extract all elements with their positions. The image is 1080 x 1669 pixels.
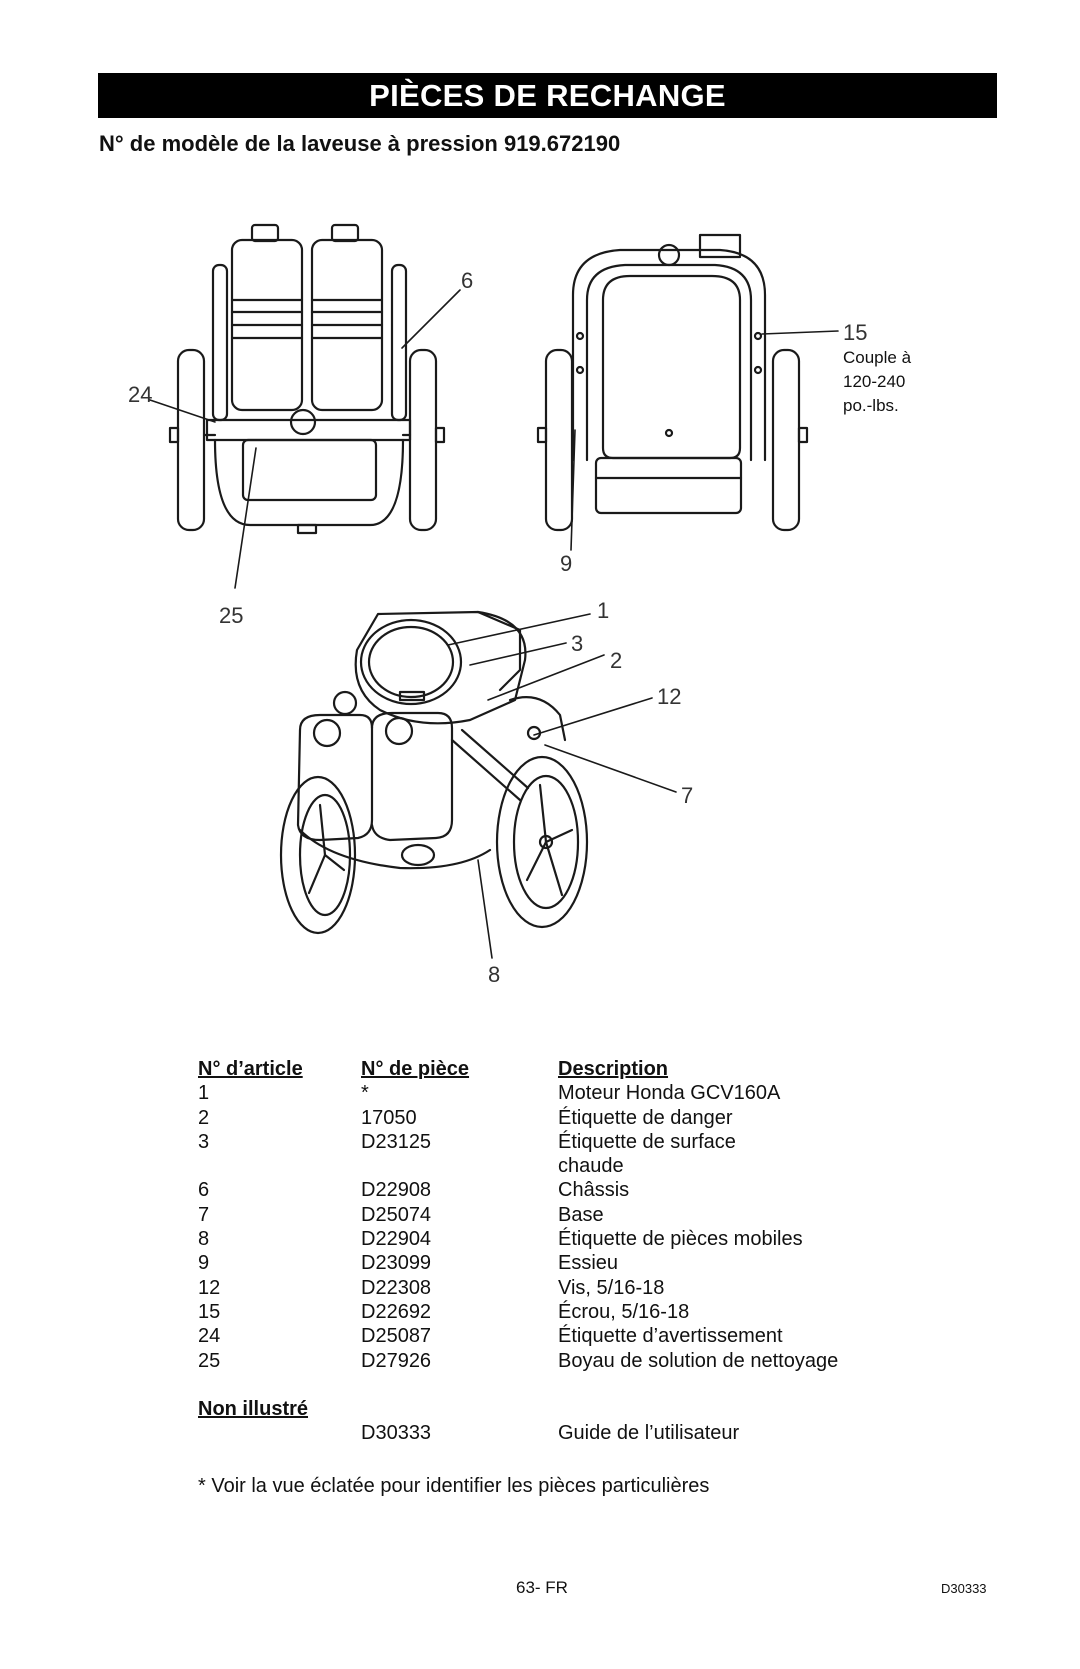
torque-line: 120-240 bbox=[843, 372, 906, 391]
torque-note: Couple à 120-240 po.-lbs. bbox=[843, 346, 911, 418]
header-item: N° d’article bbox=[198, 1058, 303, 1080]
callout-8: 8 bbox=[488, 962, 501, 987]
callout-6: 6 bbox=[461, 268, 474, 293]
not-shown-label: Non illustré bbox=[198, 1397, 309, 1420]
rear-view-illustration bbox=[168, 223, 446, 535]
item-number bbox=[198, 1154, 361, 1178]
part-number bbox=[361, 1154, 558, 1178]
table-row: 2 17050 Étiquette de danger bbox=[198, 1106, 888, 1130]
page-title: PIÈCES DE RECHANGE bbox=[98, 73, 997, 118]
front-view-illustration bbox=[536, 233, 809, 532]
table-row: 7 D25074 Base bbox=[198, 1203, 888, 1227]
parts-diagram bbox=[149, 223, 839, 959]
item-number: 25 bbox=[198, 1349, 221, 1372]
table-row: 12 D22308 Vis, 5/16-18 bbox=[198, 1276, 888, 1300]
part-number: D23099 bbox=[361, 1252, 432, 1275]
part-number: D30333 bbox=[361, 1422, 432, 1445]
document-code: D30333 bbox=[941, 1581, 987, 1596]
torque-line: Couple à bbox=[843, 348, 912, 367]
isometric-view-illustration bbox=[279, 610, 589, 935]
header-description: Description bbox=[558, 1058, 669, 1080]
part-description: Essieu bbox=[558, 1252, 619, 1275]
part-description: Châssis bbox=[558, 1179, 630, 1202]
item-number: 8 bbox=[198, 1228, 210, 1251]
part-description: Étiquette de surface bbox=[558, 1130, 736, 1153]
item-number: 3 bbox=[198, 1130, 210, 1153]
item-number: 15 bbox=[198, 1300, 221, 1323]
callout-2: 2 bbox=[610, 648, 623, 673]
part-description: Base bbox=[558, 1203, 604, 1226]
part-number: D23125 bbox=[361, 1130, 432, 1153]
callout-3: 3 bbox=[571, 631, 584, 656]
part-description: Étiquette de pièces mobiles bbox=[558, 1228, 803, 1251]
part-description: Étiquette d’avertissement bbox=[558, 1325, 783, 1348]
item-number bbox=[198, 1421, 361, 1445]
leader-lines bbox=[149, 289, 839, 959]
part-number: 17050 bbox=[361, 1106, 417, 1129]
table-row: D30333 Guide de l’utilisateur bbox=[198, 1421, 888, 1445]
part-number: D25074 bbox=[361, 1203, 432, 1226]
table-header: N° d’article N° de pièce Description bbox=[198, 1057, 888, 1081]
part-number: D25087 bbox=[361, 1325, 432, 1348]
table-row: 3 D23125 Étiquette de surface bbox=[198, 1130, 888, 1154]
parts-table: N° d’article N° de pièce Description 1 *… bbox=[198, 1057, 888, 1445]
part-description: Écrou, 5/16-18 bbox=[558, 1300, 690, 1323]
part-number: * bbox=[361, 1082, 369, 1105]
part-description: Étiquette de danger bbox=[558, 1106, 733, 1129]
part-number: D22308 bbox=[361, 1276, 432, 1299]
table-row: chaude bbox=[198, 1154, 888, 1178]
part-number: D22904 bbox=[361, 1228, 432, 1251]
part-description: chaude bbox=[558, 1155, 624, 1178]
item-number: 1 bbox=[198, 1082, 210, 1105]
item-number: 6 bbox=[198, 1179, 210, 1202]
callout-12: 12 bbox=[657, 684, 682, 709]
table-row: 15 D22692 Écrou, 5/16-18 bbox=[198, 1300, 888, 1324]
torque-line: po.-lbs. bbox=[843, 396, 899, 415]
part-description: Guide de l’utilisateur bbox=[558, 1422, 740, 1445]
callout-1: 1 bbox=[597, 598, 610, 623]
item-number: 7 bbox=[198, 1203, 210, 1226]
item-number: 2 bbox=[198, 1106, 210, 1129]
callout-15: 15 bbox=[843, 320, 868, 345]
part-description: Moteur Honda GCV160A bbox=[558, 1082, 781, 1105]
not-shown-heading: Non illustré bbox=[198, 1397, 888, 1421]
table-row: 24 D25087 Étiquette d’avertissement bbox=[198, 1324, 888, 1348]
footnote: * Voir la vue éclatée pour identifier le… bbox=[198, 1475, 710, 1497]
part-number: D27926 bbox=[361, 1349, 432, 1372]
table-row: 6 D22908 Châssis bbox=[198, 1178, 888, 1202]
table-row: 8 D22904 Étiquette de pièces mobiles bbox=[198, 1227, 888, 1251]
callout-25: 25 bbox=[219, 603, 244, 628]
table-row: 25 D27926 Boyau de solution de nettoyage bbox=[198, 1349, 888, 1373]
callout-24: 24 bbox=[128, 382, 153, 407]
part-description: Boyau de solution de nettoyage bbox=[558, 1349, 839, 1372]
item-number: 24 bbox=[198, 1325, 221, 1348]
page-number: 63- FR bbox=[516, 1578, 568, 1597]
item-number: 9 bbox=[198, 1252, 210, 1275]
part-number: D22692 bbox=[361, 1300, 432, 1323]
model-subtitle: N° de modèle de la laveuse à pression 91… bbox=[99, 131, 621, 156]
table-row: 1 * Moteur Honda GCV160A bbox=[198, 1081, 888, 1105]
table-row: 9 D23099 Essieu bbox=[198, 1251, 888, 1275]
part-number: D22908 bbox=[361, 1179, 432, 1202]
callout-7: 7 bbox=[681, 783, 694, 808]
header-part: N° de pièce bbox=[361, 1058, 470, 1080]
item-number: 12 bbox=[198, 1276, 221, 1299]
part-description: Vis, 5/16-18 bbox=[558, 1276, 665, 1299]
callout-9: 9 bbox=[560, 551, 573, 576]
